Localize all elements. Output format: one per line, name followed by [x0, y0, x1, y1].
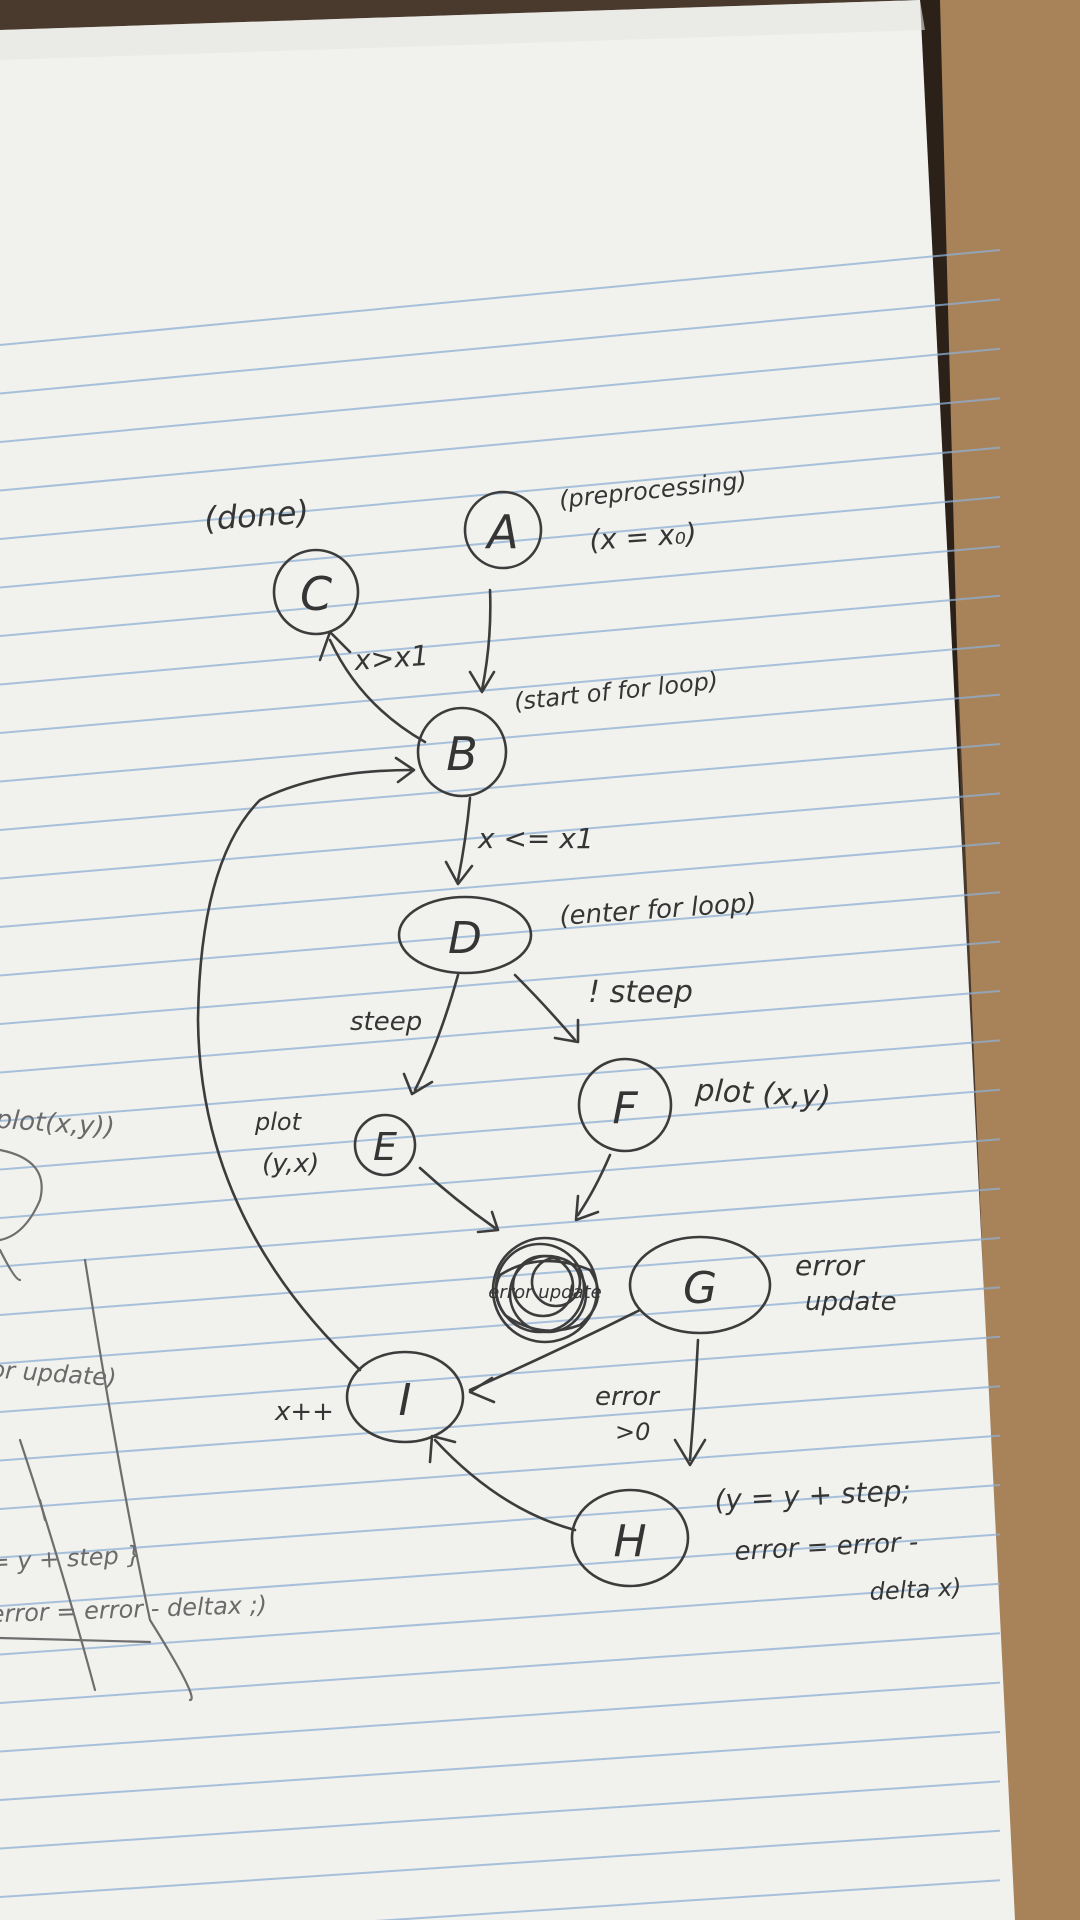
paper-top-shade [0, 0, 925, 60]
ruled-line [0, 940, 1001, 1025]
ruled-line [0, 841, 1001, 928]
ruled-line [0, 347, 1001, 443]
node-g: G [628, 1235, 772, 1335]
ruled-line [0, 1681, 1001, 1753]
ruled-line [0, 743, 1001, 831]
node-a-label: A [484, 505, 518, 559]
edge-d-to-f [513, 973, 580, 1044]
edge-g-to-i [468, 1308, 642, 1404]
ruled-line [0, 1138, 1001, 1219]
edge-b-to-c-label: x>x1 [352, 639, 430, 677]
node-error-label: error update [488, 1282, 601, 1303]
node-g-note-2: update [805, 1287, 897, 1317]
node-i-note-1: x++ [274, 1397, 334, 1427]
edge-a-to-b [468, 588, 496, 694]
node-i: I [345, 1350, 465, 1444]
ruled-line [0, 1829, 1001, 1898]
node-g-note-1: error [795, 1249, 865, 1282]
edge-d-to-f-label: ! steep [588, 975, 693, 1010]
node-d-label: D [448, 913, 482, 964]
node-d: D [397, 895, 533, 975]
node-a: A [463, 490, 543, 570]
edge-d-to-e-label: steep [350, 1007, 422, 1037]
edge-f-to-error [574, 1153, 612, 1222]
node-a-note-2: (x = x₀) [588, 517, 698, 557]
ruled-line [0, 891, 1001, 977]
node-error-scribble: error update [488, 1236, 602, 1344]
ruled-line [0, 1434, 1001, 1510]
ruled-line [0, 249, 1001, 346]
node-c: C [272, 548, 360, 636]
node-h: H [570, 1488, 690, 1588]
ruled-line [0, 990, 1001, 1074]
node-b-label: B [446, 727, 478, 781]
ruled-line [0, 1632, 1001, 1704]
node-e: E [353, 1113, 417, 1177]
ruled-line [0, 1088, 1001, 1171]
edge-d-to-e [402, 973, 460, 1096]
ruled-line [0, 397, 1001, 492]
node-f-note-1: plot (x,y) [694, 1073, 832, 1115]
node-e-note-2: (y,x) [262, 1149, 319, 1179]
ruled-line [0, 1385, 1001, 1462]
node-h-label: H [613, 1516, 646, 1567]
ruled-line [0, 298, 1001, 395]
ruled-line [0, 1187, 1001, 1268]
edge-i-to-b-loop [196, 756, 416, 1372]
ruled-lines [0, 249, 1001, 1920]
node-e-label: E [373, 1125, 397, 1169]
ruled-line [0, 1335, 1001, 1413]
edge-g-to-h-label-2: >0 [615, 1418, 650, 1446]
edge-g-to-h-label-1: error [595, 1382, 661, 1412]
node-f-label: F [612, 1083, 638, 1134]
node-i-label: I [399, 1375, 412, 1426]
ruled-line [0, 1484, 1001, 1559]
node-c-label: C [300, 567, 332, 621]
edge-h-to-i [428, 1434, 577, 1532]
ruled-line [0, 1780, 1001, 1850]
edge-b-to-c [318, 630, 427, 744]
edge-e-to-error [418, 1166, 500, 1234]
ruled-line [0, 545, 1001, 637]
node-c-note-1: (done) [203, 493, 310, 538]
ruled-line [0, 792, 1001, 880]
node-e-note-1: plot [254, 1108, 303, 1136]
edge-g-to-h [673, 1338, 707, 1467]
ruled-line [0, 1039, 1001, 1122]
ruled-line [0, 496, 1001, 589]
edge-b-to-d [444, 796, 474, 886]
ruled-line [0, 594, 1001, 686]
ruled-line [0, 1731, 1001, 1801]
ruled-line [375, 1879, 1001, 1920]
node-b: B [416, 706, 508, 798]
ruled-line [0, 693, 1001, 783]
node-h-note-3: delta x) [869, 1573, 962, 1606]
ruled-line [0, 1533, 1001, 1607]
node-g-label: G [683, 1263, 717, 1314]
paper-sheet [0, 0, 1015, 1920]
cardboard-edge [930, 0, 1080, 1920]
node-f: F [577, 1057, 673, 1153]
ruled-line [0, 1582, 1001, 1656]
edge-b-to-d-label: x <= x1 [477, 822, 594, 855]
ruled-line [0, 644, 1001, 734]
ruled-line [0, 1286, 1001, 1365]
